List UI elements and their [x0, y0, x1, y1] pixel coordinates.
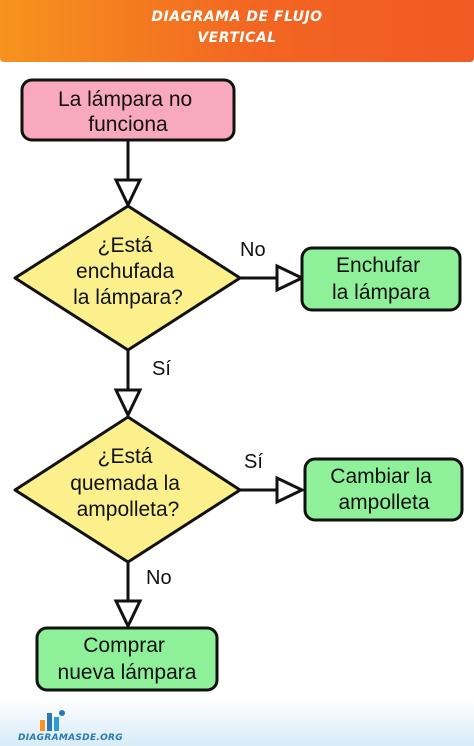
- decision-node-bulb-burnt: [13, 415, 242, 564]
- decision-node-plugged-in-label: ¿Está enchufada la lámpara?: [73, 234, 183, 309]
- header-title-line-2: VERTICAL: [197, 30, 277, 46]
- edge-label-yes-2: Sí: [244, 451, 263, 473]
- decision-node-plugged-in: [13, 204, 242, 352]
- header-title-line-1: DIAGRAMA DE FLUJO: [151, 9, 323, 25]
- edge-label-no-1: No: [240, 239, 266, 261]
- arrowhead-right-icon: [275, 475, 306, 505]
- action-node-replace-bulb: [303, 457, 464, 522]
- arrowhead-right-icon: [275, 263, 306, 293]
- arrowhead-down-icon: [113, 388, 143, 419]
- end-node-label: Comprar nueva lámpara: [58, 634, 197, 684]
- start-node: [20, 78, 236, 142]
- bar-chart-logo-icon: [40, 710, 65, 731]
- footer-site-label: DIAGRAMASDE.ORG: [18, 733, 123, 743]
- action-node-plug-in: [300, 246, 462, 312]
- action-node-plug-in-label: Enchufar la lámpara: [332, 254, 430, 304]
- flowchart: La lámpara no funciona ¿Está enchufada l…: [13, 78, 464, 692]
- arrowhead-down-icon: [113, 178, 143, 209]
- header-banner: DIAGRAMA DE FLUJO VERTICAL: [0, 0, 474, 62]
- edge-label-yes-1: Sí: [152, 358, 171, 380]
- edge-label-no-2: No: [146, 567, 172, 589]
- decision-node-bulb-burnt-label: ¿Está quemada la ampolleta?: [70, 445, 186, 521]
- start-node-label: La lámpara no funciona: [58, 88, 198, 136]
- arrowhead-down-icon: [113, 599, 143, 630]
- action-node-replace-bulb-label: Cambiar la ampolleta: [330, 465, 437, 514]
- footer-band: [0, 700, 474, 746]
- end-node: [35, 626, 219, 692]
